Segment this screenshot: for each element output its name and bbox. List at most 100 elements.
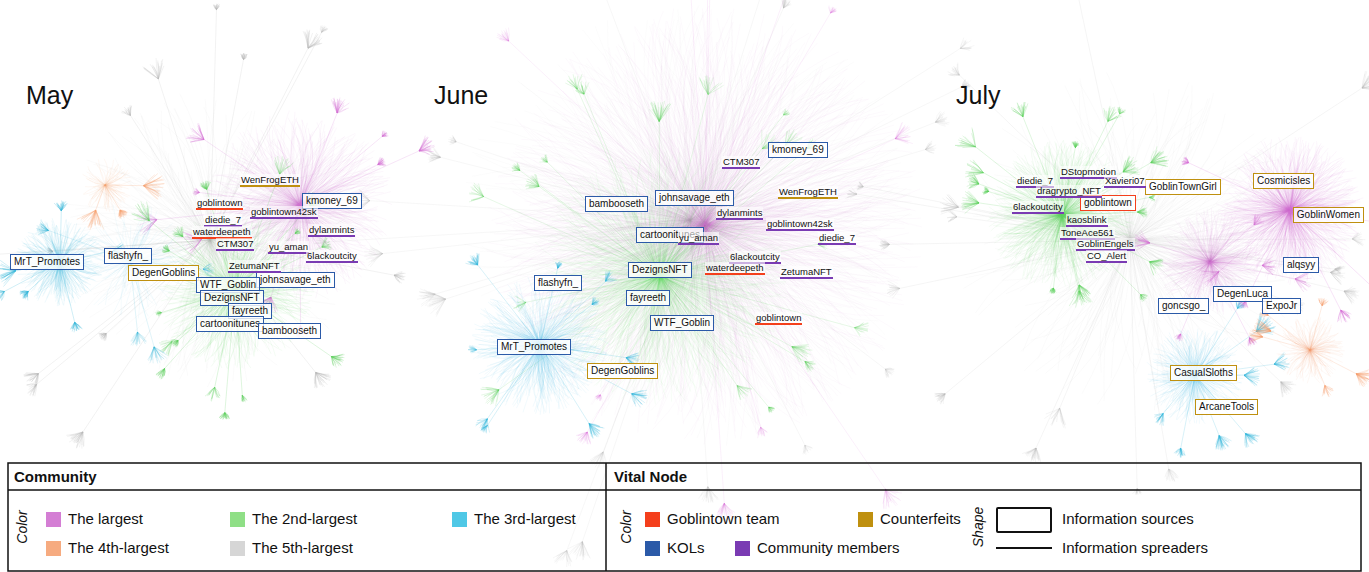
source-box: WTF_Goblin [650, 315, 714, 331]
network-edges [466, 19, 911, 410]
spreader-name: diedie_7 [818, 232, 856, 245]
source-name: kmoney_69 [306, 195, 358, 206]
legend-swatch [230, 512, 245, 527]
source-box: DezignsNFT [628, 262, 692, 278]
network-fan [54, 200, 67, 262]
panel-title: July [956, 81, 1000, 109]
network-fan [105, 174, 165, 200]
legend-text: Information spreaders [1062, 539, 1208, 557]
network-fan [705, 122, 913, 225]
network-edges [1285, 320, 1343, 377]
network-fan [705, 225, 902, 509]
network-fan [186, 123, 300, 205]
network-fan [300, 98, 349, 206]
network-fan [948, 63, 1130, 240]
network-fan [1252, 318, 1310, 350]
source-name: Cosmicisles [1257, 175, 1310, 186]
shape-sample-line [996, 547, 1052, 549]
legend-axis: Color [618, 510, 634, 543]
network-fan [660, 275, 752, 400]
spreader-name: 6lackoutcity [306, 250, 358, 263]
spreader-name: Xavieri07 [1104, 175, 1146, 188]
legend-text: Community members [757, 539, 900, 557]
network-edges [88, 160, 130, 212]
network-fan [466, 253, 541, 345]
source-name: DegenGoblins [132, 267, 195, 278]
source-box: bambooseth [258, 323, 321, 339]
network-fan [565, 74, 660, 275]
legend-swatch [645, 512, 660, 527]
source-name: johnsavage_eth [659, 192, 730, 203]
legend-swatch [46, 512, 61, 527]
network-edges [158, 212, 315, 369]
network-fan [476, 345, 540, 433]
source-box: DegenGoblins [128, 265, 199, 281]
network-fan [525, 174, 660, 275]
source-name: ExpoJr [1266, 300, 1297, 311]
network-fan [66, 240, 210, 449]
legend-rule [8, 489, 1361, 491]
source-box: bambooseth [585, 196, 648, 212]
legend-text: KOLs [667, 539, 705, 557]
network-edges [963, 72, 1285, 396]
network-fan [1310, 350, 1369, 387]
panel-title: June [434, 81, 488, 109]
network-edges [477, 277, 609, 413]
network-fan [1310, 298, 1329, 350]
source-name: MrT_Promotes [501, 341, 567, 352]
source-box: ExpoJr [1262, 298, 1301, 314]
source-name: CasualSloths [1174, 367, 1233, 378]
spreader-name: dylanmints [308, 224, 355, 237]
source-box: johnsavage_eth [256, 272, 335, 288]
network-fan [143, 58, 210, 240]
source-box: fayreeth [626, 290, 670, 306]
source-box: GoblinWomen [1293, 207, 1364, 223]
spreader-name: CTM307 [216, 238, 254, 251]
legend-swatch [230, 541, 245, 556]
source-name: goblintown [1084, 197, 1132, 208]
spreader-name: waterdeepeth [705, 262, 765, 275]
legend-text: Goblintown team [667, 510, 780, 528]
network-edges [491, 11, 917, 415]
spreader-name: kaosblink [1066, 214, 1108, 227]
network-fan [660, 138, 819, 275]
network-fan [1195, 375, 1260, 448]
legend-text: The 5th-largest [252, 539, 353, 557]
source-box: MrT_Promotes [10, 254, 84, 270]
source-name: bambooseth [262, 325, 317, 336]
network-edges [87, 136, 336, 381]
network-fan [481, 345, 540, 433]
source-box: cartoonitunes [196, 316, 264, 332]
legend-swatch [452, 512, 467, 527]
network-fan [105, 185, 128, 219]
spreader-name: CO_Alert [1086, 250, 1127, 263]
spreader-name: yu_aman [268, 241, 309, 254]
network-fan [1210, 214, 1265, 262]
spreader-name: goblintown [196, 197, 243, 210]
source-name: WTF_Goblin [200, 279, 256, 290]
source-name: DegenGoblins [591, 365, 654, 376]
network-fan [1154, 375, 1195, 426]
network-fan [660, 130, 780, 275]
source-name: cartoonitunes [200, 318, 260, 329]
source-box: CasualSloths [1170, 365, 1237, 381]
legend-text: The largest [68, 510, 143, 528]
network-fan [1130, 240, 1142, 495]
source-box: kmoney_69 [768, 142, 828, 158]
source-name: DezignsNFT [204, 292, 260, 303]
source-box: DegenGoblins [587, 363, 658, 379]
network-fan [540, 297, 599, 345]
panel-title: May [26, 81, 73, 109]
network-edges [74, 213, 171, 309]
spreader-name: CTM307 [722, 156, 760, 169]
source-box: Cosmicisles [1253, 173, 1314, 189]
network-edges [89, 159, 128, 208]
source-name: DezignsNFT [632, 264, 688, 275]
spreader-name: 6lackoutcity [1012, 201, 1064, 214]
legend-header: Vital Node [614, 468, 687, 486]
legend-swatch [46, 541, 61, 556]
network-edges [988, 142, 1134, 283]
legend-border [8, 463, 1361, 571]
legend-text: The 2nd-largest [252, 510, 357, 528]
network-edges [989, 149, 1131, 287]
